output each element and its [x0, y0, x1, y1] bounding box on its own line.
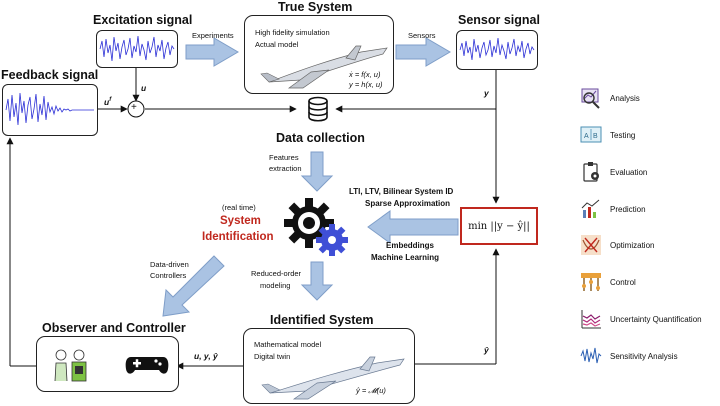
features-label-1: Features [269, 153, 299, 162]
identified-system-title: Identified System [270, 313, 374, 327]
objective-box: min ||y − ŷ|| [460, 207, 538, 245]
sensor-signal-title: Sensor signal [458, 13, 540, 27]
reduced-label-1: Reduced-order [251, 269, 302, 278]
features-label-2: extraction [269, 164, 302, 173]
true-system-title: True System [278, 0, 353, 14]
legend-label-optimization: Optimization [610, 240, 655, 250]
control-icon [581, 273, 601, 291]
reduced-arrow [300, 261, 334, 301]
experiments-arrow [185, 37, 239, 67]
legend-item-optimization: Optimization [580, 234, 654, 256]
feedback-signal-waveform [5, 92, 94, 126]
excitation-signal-title: Excitation signal [93, 13, 193, 27]
u-y-yhat-symbol: u, y, ŷ [194, 351, 218, 361]
excitation-signal-plot [96, 30, 178, 68]
sensor-signal-plot [456, 30, 538, 70]
aircraft-model-image [261, 356, 405, 400]
legend-item-uncertainty: Uncertainty Quantification [580, 308, 702, 330]
svg-text:A: A [584, 133, 589, 140]
identified-system-box: Mathematical model Digital twin ŷ = 𝓜(u) [243, 328, 415, 404]
legend-item-testing: A B Testing [580, 124, 635, 146]
legend-item-control: Control [580, 271, 636, 293]
identified-line1: Mathematical model [254, 340, 322, 349]
data-collection-title: Data collection [276, 131, 365, 145]
datadriven-label-1: Data-driven [150, 260, 189, 269]
embeddings-label: Embeddings [386, 241, 435, 250]
sysid-line2: Identification [202, 231, 274, 243]
experiments-label: Experiments [192, 31, 234, 40]
legend-label-sensitivity: Sensitivity Analysis [610, 351, 678, 361]
aircraft-image [260, 45, 388, 89]
legend-label-analysis: Analysis [610, 93, 640, 103]
methods-line1: LTI, LTV, Bilinear System ID [349, 187, 454, 196]
features-arrow [300, 151, 334, 192]
objective-formula: min ||y − ŷ|| [468, 220, 530, 232]
observer-controller-title: Observer and Controller [42, 321, 186, 335]
sensors-arrow [395, 37, 451, 67]
prediction-icon [581, 199, 600, 218]
methods-line2: Sparse Approximation [365, 199, 451, 208]
u-symbol: u [141, 83, 147, 93]
sensor-signal-waveform [459, 37, 535, 61]
yhat-symbol: ŷ [484, 345, 489, 355]
database-icon [308, 96, 328, 122]
ml-label: Machine Learning [371, 253, 440, 262]
legend-label-testing: Testing [610, 130, 636, 140]
legend-item-analysis: Analysis [580, 87, 640, 109]
true-system-box: High fidelity simulation Actual model ẋ … [244, 15, 394, 94]
uf-symbol: uf [104, 97, 112, 107]
sensors-label: Sensors [408, 31, 436, 40]
svg-text:B: B [593, 133, 598, 140]
sum-symbol: + [131, 102, 137, 113]
legend-label-prediction: Prediction [610, 204, 646, 214]
sysid-line1: System [220, 215, 261, 227]
analysis-icon [581, 88, 600, 109]
legend-label-evaluation: Evaluation [610, 167, 648, 177]
excitation-signal-waveform [99, 35, 175, 62]
true-system-line2: Actual model [255, 40, 299, 49]
true-system-line1: High fidelity simulation [255, 28, 330, 37]
legend-label-control: Control [610, 277, 636, 287]
feedback-signal-title: Feedback signal [1, 68, 99, 82]
legend-item-prediction: Prediction [580, 198, 646, 220]
gears-icon [284, 198, 348, 256]
true-system-eq1: ẋ = f(x, u) [349, 70, 381, 79]
observer-controller-box [36, 336, 179, 392]
true-system-eq2: y = h(x, u) [349, 80, 383, 89]
identified-eq: ŷ = 𝓜(u) [356, 386, 386, 395]
reduced-label-2: modeling [260, 281, 291, 290]
operator-figure-icon [54, 349, 87, 382]
optimization-icon [581, 235, 601, 255]
datadriven-arrow [162, 255, 225, 317]
realtime-label: (real time) [222, 203, 256, 212]
embeddings-arrow [367, 210, 459, 244]
datadriven-label-2: Controllers [150, 271, 187, 280]
legend-label-uncertainty: Uncertainty Quantification [610, 314, 702, 324]
sum-junction [127, 100, 145, 118]
legend-item-sensitivity: Sensitivity Analysis [580, 345, 678, 367]
identified-line2: Digital twin [254, 352, 291, 361]
testing-icon: A B [580, 126, 602, 143]
gamepad-icon [125, 357, 169, 374]
uncertainty-icon [581, 310, 601, 329]
evaluation-icon [583, 162, 599, 182]
feedback-signal-plot [2, 84, 98, 136]
y-symbol: y [484, 88, 489, 98]
sensitivity-icon [580, 347, 602, 364]
legend-item-evaluation: Evaluation [580, 161, 647, 183]
